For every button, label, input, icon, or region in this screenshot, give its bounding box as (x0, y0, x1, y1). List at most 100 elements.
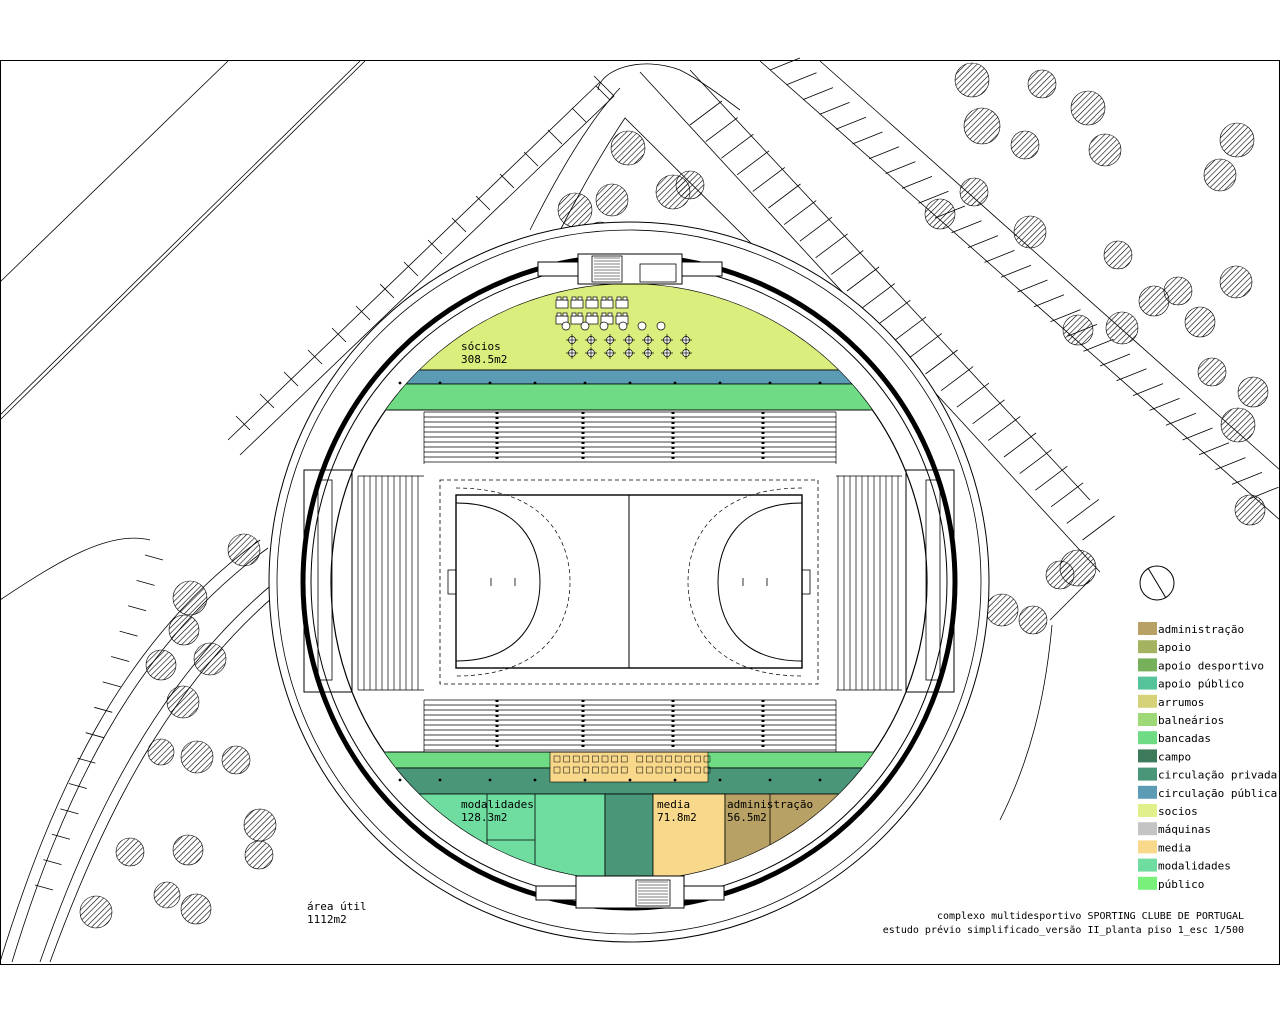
tree-icon (963, 107, 1001, 145)
legend-swatch (1138, 804, 1157, 817)
tree-icon (227, 533, 261, 567)
tree-icon (1219, 265, 1253, 299)
tree-icon (595, 183, 629, 217)
caption-line2: estudo prévio simplificado_versão II_pla… (883, 924, 1244, 936)
administracao-label: administração (727, 798, 813, 811)
tree-icon (172, 834, 204, 866)
tree-icon (610, 130, 646, 166)
tree-icon (1103, 240, 1133, 270)
tree-icon (1062, 314, 1094, 346)
caption-line1: complexo multidesportivo SPORTING CLUBE … (937, 911, 1244, 922)
legend-swatch (1138, 676, 1157, 690)
legend-swatch (1138, 767, 1157, 781)
grandstands (357, 411, 902, 752)
media-area: 71.8m2 (657, 811, 697, 824)
tree-icon (1197, 357, 1227, 387)
tree-icon (244, 840, 274, 870)
legend-label: máquinas (1158, 823, 1211, 836)
legend-swatch (1138, 622, 1157, 635)
tree-icon (147, 738, 175, 766)
tree-icon (1027, 69, 1057, 99)
legend-label: administração (1158, 623, 1244, 636)
legend-swatch (1138, 640, 1157, 654)
legend-label: arrumos (1158, 696, 1204, 709)
tree-icon (79, 895, 113, 929)
tree-icon (1070, 90, 1106, 126)
tree-icon (1237, 376, 1269, 408)
tree-icon (1088, 133, 1122, 167)
legend-label: socios (1158, 805, 1198, 818)
tree-icon (1045, 560, 1075, 590)
legend-label: apoio (1158, 641, 1191, 654)
tree-icon (168, 614, 200, 646)
legend-label: apoio público (1158, 678, 1244, 691)
aisle-markers (398, 381, 822, 782)
legend-swatch (1138, 749, 1157, 763)
tree-icon (1220, 407, 1256, 443)
legend-label: circulação privada (1158, 769, 1277, 782)
tree-icon (115, 837, 145, 867)
handball-court (439, 479, 819, 685)
tree-icon (1010, 130, 1040, 160)
legend-label: circulação pública (1158, 787, 1277, 800)
tree-icon (1013, 215, 1047, 249)
legend-swatch (1138, 822, 1157, 836)
area-util-value: 1112m2 (307, 913, 347, 926)
legend-label: campo (1158, 750, 1191, 763)
legend-label: balneários (1158, 714, 1224, 727)
socios-tables (555, 296, 692, 359)
administracao-area: 56.5m2 (727, 811, 767, 824)
zone-labels: sócios 308.5m2 modalidades 128.3m2 media… (461, 340, 813, 824)
tree-icon (1203, 158, 1237, 192)
socios-label: sócios (461, 340, 501, 353)
tree-icon (1234, 494, 1266, 526)
legend: administração apoio apoio desportivo apoio … (1138, 622, 1277, 891)
legend-swatch (1138, 858, 1157, 872)
legend-swatch (1138, 713, 1157, 726)
tree-icon (153, 881, 181, 909)
tree-icon (145, 649, 177, 681)
north-arrow-icon (1139, 565, 1175, 601)
tree-icon (172, 580, 208, 616)
white-ring (388, 409, 870, 753)
parking-stalls-left (34, 85, 611, 891)
tree-icon (1105, 311, 1139, 345)
legend-swatch (1138, 658, 1157, 672)
tree-icon (1138, 285, 1170, 317)
zone-circulacao-privada-core (604, 793, 654, 880)
legend-swatch (1138, 694, 1157, 708)
site-trees (79, 62, 1269, 929)
tree-icon (221, 745, 251, 775)
area-util-label: área útil (307, 900, 367, 913)
tree-icon (1219, 122, 1255, 158)
media-label: media (657, 798, 690, 811)
stair-core-bottom (535, 875, 725, 909)
legend-label: público (1158, 878, 1204, 891)
zone-media (652, 793, 726, 880)
tree-icon (193, 642, 227, 676)
modalidades-area: 128.3m2 (461, 811, 507, 824)
side-stands (303, 469, 955, 693)
legend-swatch (1138, 840, 1157, 854)
tree-icon (557, 192, 593, 228)
tree-icon (985, 593, 1019, 627)
tree-icon (954, 62, 990, 98)
modalidades-label: modalidades (461, 798, 534, 811)
zone-bancadas-top (331, 383, 927, 411)
legend-swatch (1138, 731, 1157, 745)
tree-icon (243, 808, 277, 842)
tree-icon (166, 685, 200, 719)
legend-label: bancadas (1158, 732, 1211, 745)
socios-area: 308.5m2 (461, 353, 507, 366)
tree-icon (1184, 306, 1216, 338)
legend-label: modalidades (1158, 860, 1231, 873)
tree-icon (1018, 605, 1048, 635)
legend-swatch (1138, 876, 1157, 890)
tree-icon (924, 198, 956, 230)
tree-icon (959, 177, 989, 207)
legend-label: apoio desportivo (1158, 659, 1264, 672)
tree-icon (675, 170, 705, 200)
legend-swatch (1138, 785, 1157, 799)
legend-label: media (1158, 841, 1191, 854)
